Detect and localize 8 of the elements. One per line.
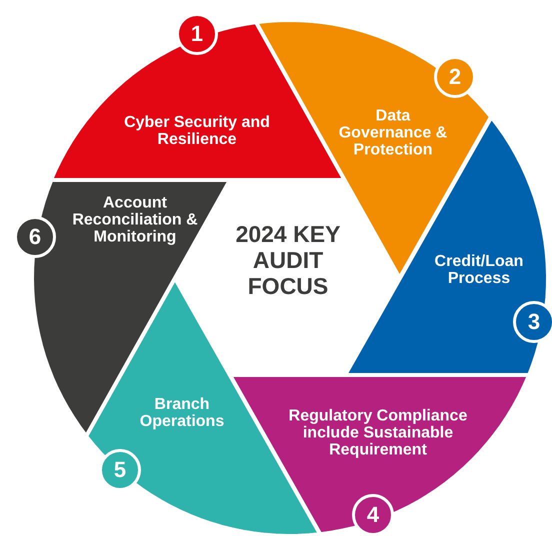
segment-label: Regulatory Compliance include Sustainable Requirement	[288, 408, 468, 458]
segment-label: Cyber Security and Resilience	[123, 114, 271, 148]
segment-label: Branch Operations	[138, 396, 226, 430]
segment-label: Credit/Loan Process	[434, 252, 524, 287]
segment-label: Account Reconciliation & Monitoring	[71, 194, 199, 246]
number-badge: 6	[14, 216, 56, 258]
segment-label: Data Governance & Protection	[338, 107, 448, 158]
center-title: 2024 KEY AUDIT FOCUS	[234, 221, 342, 299]
